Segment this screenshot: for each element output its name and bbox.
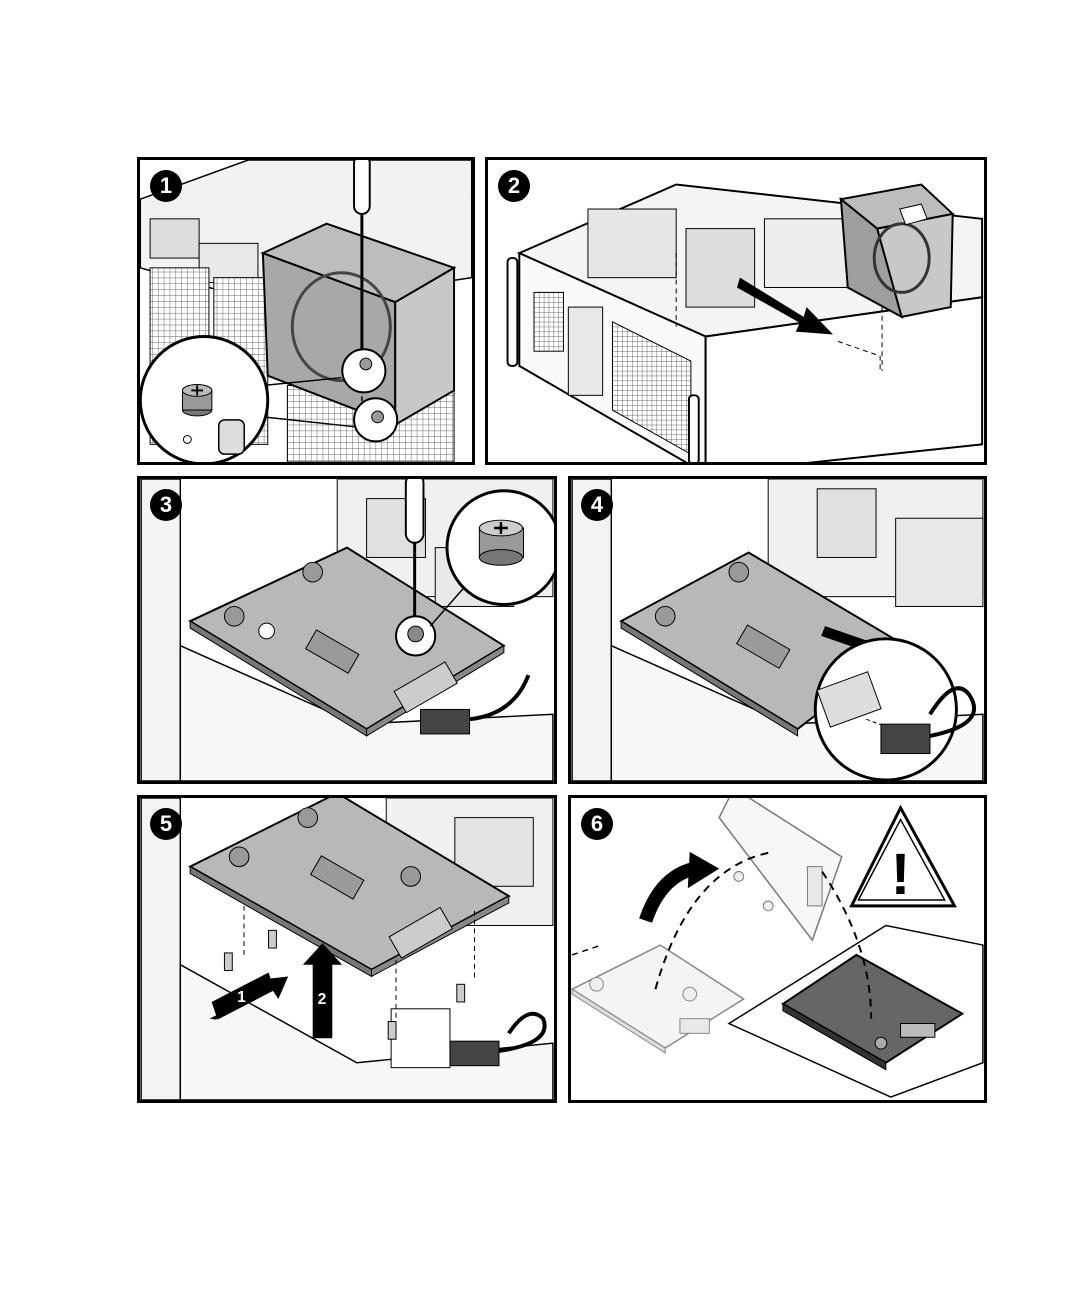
step-2-panel: 2	[485, 157, 987, 465]
step-2-illustration	[488, 160, 984, 462]
step-3-illustration	[140, 479, 554, 781]
step-1-illustration	[140, 160, 472, 462]
step-3-badge: 3	[150, 489, 182, 521]
step-5-illustration: 1 2	[140, 798, 554, 1100]
step-4-illustration	[571, 479, 984, 781]
step-6-illustration: !	[571, 798, 984, 1100]
step-3-panel: 3	[137, 476, 557, 784]
step-6-panel: 6 !	[568, 795, 987, 1103]
step-1-panel: 1	[137, 157, 475, 465]
arrow-2-label: 2	[318, 991, 327, 1008]
step-1-badge: 1	[150, 170, 182, 202]
step-4-badge: 4	[581, 489, 613, 521]
step-4-panel: 4	[568, 476, 987, 784]
step-6-badge: 6	[581, 808, 613, 840]
step-5-badge: 5	[150, 808, 182, 840]
step-2-badge: 2	[498, 170, 530, 202]
caution-icon: !	[891, 842, 911, 907]
arrow-1-label: 1	[237, 989, 246, 1006]
step-5-panel: 5 1 2	[137, 795, 557, 1103]
